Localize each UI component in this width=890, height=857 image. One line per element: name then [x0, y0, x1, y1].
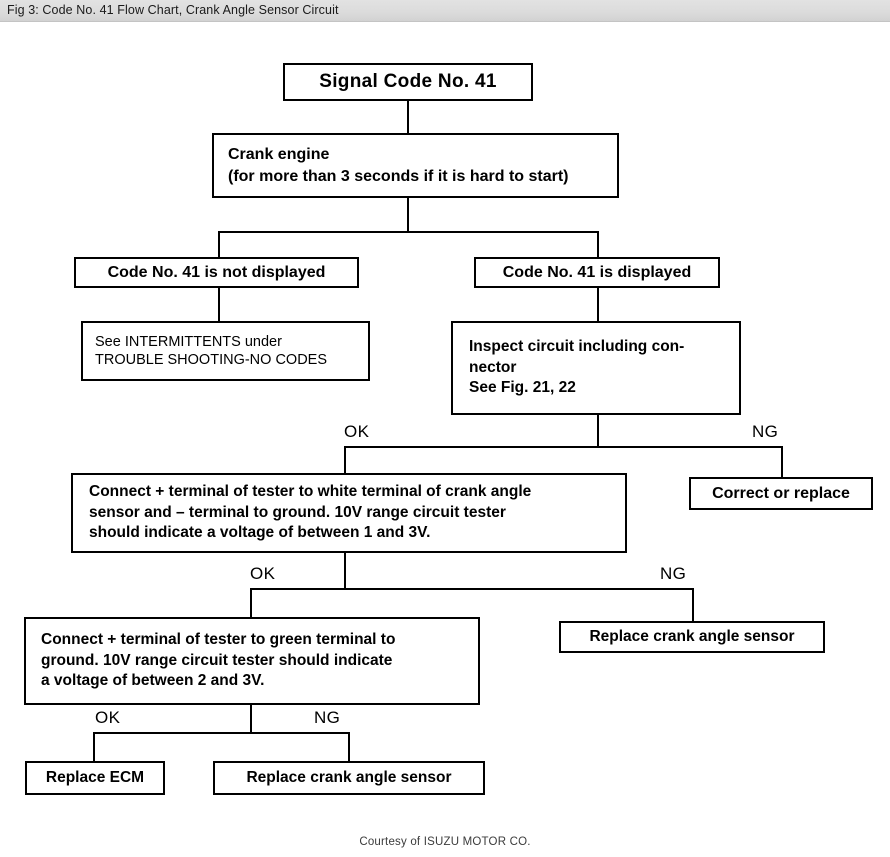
connector-ng3-down	[348, 732, 350, 761]
branch-label-ok-3: OK	[95, 708, 121, 727]
connector-start-to-crank	[407, 101, 409, 156]
node-replace-ecm-label: Replace ECM	[45, 768, 145, 786]
connector-disp-to-inspect	[597, 288, 599, 343]
node-correct-or-replace: Correct or replace	[689, 477, 873, 510]
node-see-intermittents-label: See INTERMITTENTS under TROUBLE SHOOTING…	[95, 333, 328, 368]
node-crank-engine-label: Crank engine (for more than 3 seconds if…	[228, 146, 569, 185]
flowchart-canvas: OK NG OK NG OK NG Signal Code No. 41 Cra…	[0, 22, 890, 857]
node-inspect-circuit-label: Inspect circuit including con- nector Se…	[469, 338, 685, 397]
figure-credit: Courtesy of ISUZU MOTOR CO.	[0, 836, 890, 848]
connector-split-bar-3	[250, 588, 694, 590]
node-replace-crank-angle-sensor-2-label: Replace crank angle sensor	[246, 768, 452, 786]
figure-credit-text: Courtesy of ISUZU MOTOR CO.	[359, 836, 531, 848]
node-white-terminal-test: Connect + terminal of tester to white te…	[71, 473, 627, 553]
figure-caption-bar: Fig 3: Code No. 41 Flow Chart, Crank Ang…	[0, 0, 890, 22]
connector-whiteterm-down	[344, 553, 346, 590]
branch-label-ok-1: OK	[344, 422, 370, 441]
connector-ok2-down	[250, 588, 252, 617]
connector-split-bar-1	[218, 231, 599, 233]
node-replace-crank-angle-sensor-1: Replace crank angle sensor	[559, 621, 825, 653]
connector-notdisp-to-intermittents	[218, 288, 220, 343]
node-green-terminal-test: Connect + terminal of tester to green te…	[24, 617, 480, 705]
node-code-not-displayed: Code No. 41 is not displayed	[74, 257, 359, 288]
branch-label-ng-3: NG	[314, 708, 341, 727]
connector-ok3-down	[93, 732, 95, 761]
node-code-not-displayed-label: Code No. 41 is not displayed	[107, 263, 326, 281]
node-signal-code-41: Signal Code No. 41	[283, 63, 533, 101]
branch-label-ng-2: NG	[660, 564, 687, 583]
connector-to-not-displayed	[218, 231, 220, 257]
connector-greenterm-down	[250, 705, 252, 734]
figure-caption-text: Fig 3: Code No. 41 Flow Chart, Crank Ang…	[7, 3, 339, 17]
node-white-terminal-test-label: Connect + terminal of tester to white te…	[89, 483, 532, 542]
node-see-intermittents: See INTERMITTENTS under TROUBLE SHOOTING…	[81, 321, 370, 381]
node-green-terminal-test-label: Connect + terminal of tester to green te…	[41, 631, 396, 690]
node-inspect-circuit: Inspect circuit including con- nector Se…	[451, 321, 741, 415]
node-correct-or-replace-label: Correct or replace	[712, 484, 850, 502]
node-code-displayed-label: Code No. 41 is displayed	[502, 263, 692, 281]
node-replace-ecm: Replace ECM	[25, 761, 165, 795]
connector-crank-down	[407, 198, 409, 232]
branch-label-ng-1: NG	[752, 422, 779, 441]
connector-split-bar-2	[344, 446, 783, 448]
connector-ng2-down	[692, 588, 694, 621]
connector-ok1-down	[344, 446, 346, 473]
connector-split-bar-4	[93, 732, 350, 734]
connector-inspect-down	[597, 415, 599, 448]
node-replace-crank-angle-sensor-1-label: Replace crank angle sensor	[589, 627, 795, 645]
node-crank-engine: Crank engine (for more than 3 seconds if…	[212, 133, 619, 198]
node-signal-code-41-label: Signal Code No. 41	[319, 71, 497, 93]
connector-ng1-down	[781, 446, 783, 477]
node-code-displayed: Code No. 41 is displayed	[474, 257, 720, 288]
branch-label-ok-2: OK	[250, 564, 276, 583]
connector-to-displayed	[597, 231, 599, 257]
node-replace-crank-angle-sensor-2: Replace crank angle sensor	[213, 761, 485, 795]
